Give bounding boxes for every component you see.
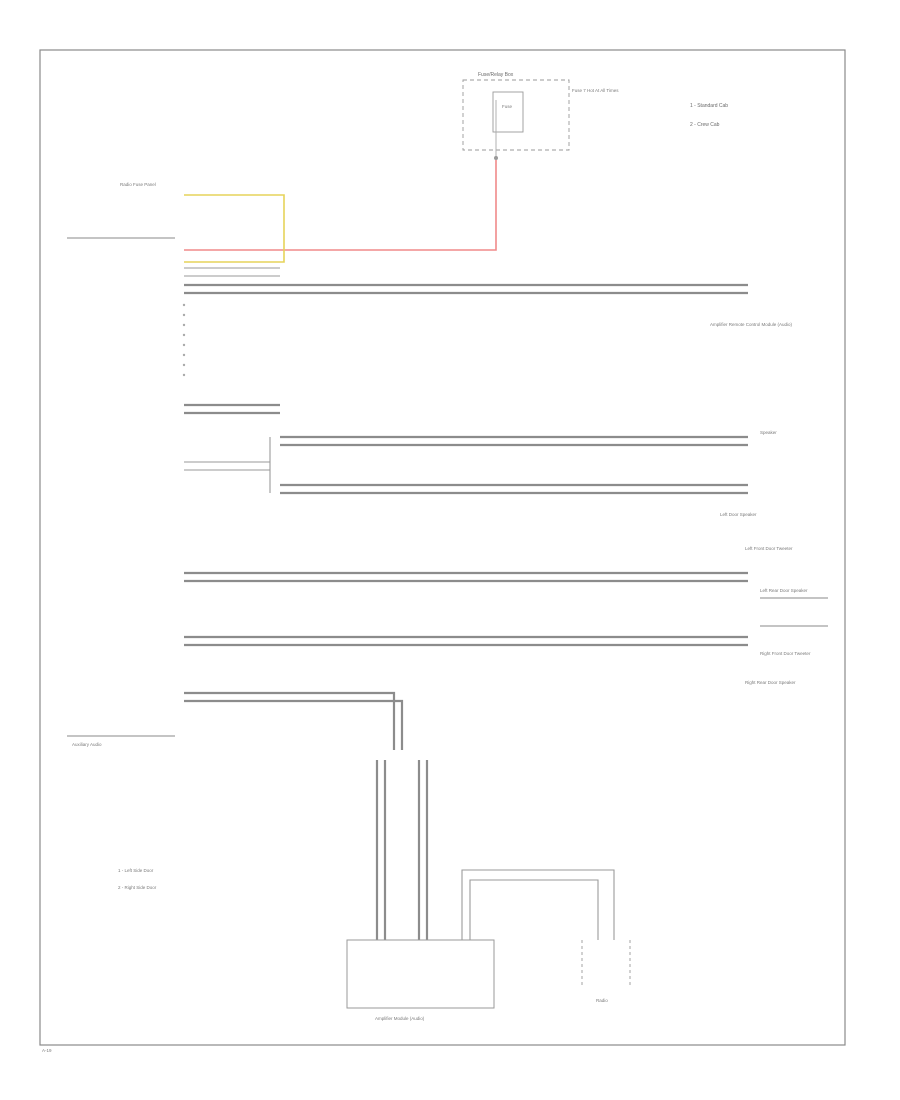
right-label-7: Right Rear Door Speaker: [745, 680, 796, 685]
right-label-5: Left Rear Door Speaker: [760, 588, 808, 593]
legend-2: 2 - Crew Cab: [690, 122, 720, 128]
right-label-6: Right Front Door Tweeter: [760, 651, 811, 656]
corner-code: A-19: [42, 1048, 52, 1053]
diagram-frame: [39, 49, 846, 1046]
right-labels: Amplifier Remote Control Module (Audio) …: [710, 322, 811, 685]
pin-dots: [182, 303, 186, 377]
fuse-box: Fuse/Relay Box Fuse Fuse 7 Hot At All Ti…: [462, 72, 619, 160]
pin-stubs: [184, 267, 280, 277]
right-label-1: Amplifier Remote Control Module (Audio): [710, 322, 793, 327]
fuse-panel-title: Fuse/Relay Box: [478, 72, 514, 78]
right-label-4: Left Front Door Tweeter: [745, 546, 793, 551]
fuse-desc: Fuse 7 Hot At All Times: [572, 88, 619, 93]
legend-1: 1 - Standard Cab: [690, 103, 728, 109]
bottom-left-label: Auxiliary Audio: [72, 742, 102, 747]
bottom-center-label: Amplifier Module (Audio): [375, 1016, 425, 1021]
yellow-wire: [184, 194, 285, 263]
radio-outline: [581, 940, 631, 985]
right-label-2: Speaker: [760, 430, 777, 435]
down-wires: [184, 691, 615, 940]
bottom-right-label: Radio: [596, 998, 608, 1003]
bottom-legend-1: 1 - Left Side Door: [118, 868, 154, 873]
amplifier-module-box: [346, 939, 495, 1009]
bottom-legend-2: 2 - Right Side Door: [118, 885, 157, 890]
fuse-name: Fuse: [502, 104, 513, 109]
right-label-3: Left Door Speaker: [720, 512, 757, 517]
red-wire: [184, 160, 497, 251]
bus-wires: [184, 283, 748, 647]
legend-top: 1 - Standard Cab 2 - Crew Cab: [690, 103, 728, 128]
left-connector-label: Radio Fuse Panel: [120, 182, 156, 187]
